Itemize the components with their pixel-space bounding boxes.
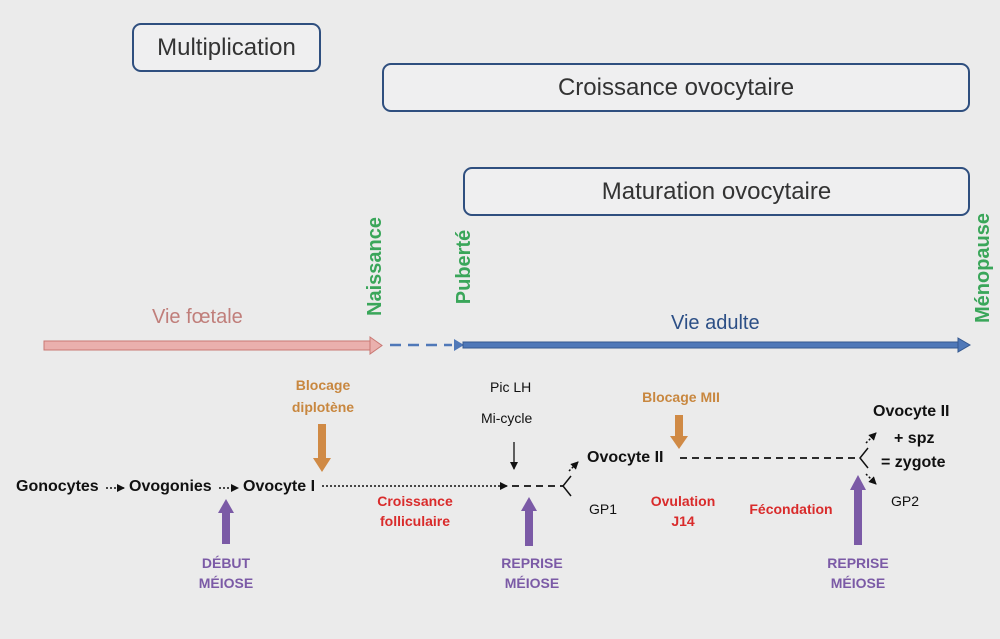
- reprise-meiose-2-arrow: [850, 475, 866, 545]
- mi-cycle-label: Mi-cycle: [481, 410, 533, 426]
- branch-2: [859, 447, 869, 469]
- foetal-life-arrow: [43, 336, 383, 355]
- fecondation-label: Fécondation: [749, 501, 833, 517]
- gap-dashed-arrowhead: [454, 339, 464, 351]
- branch-1-up-arrow: [568, 461, 579, 472]
- ovulation-line2: J14: [671, 513, 695, 529]
- blocage-mii-label: Blocage MII: [642, 389, 720, 405]
- blocage-diplotene-label: Blocage diplotène: [278, 374, 368, 418]
- debut-meiose-label: DÉBUT MÉIOSE: [186, 553, 266, 593]
- multiplication-label: Multiplication: [157, 33, 296, 61]
- croissance-ovocytaire-box: Croissance ovocytaire: [382, 63, 970, 112]
- gp1-label: GP1: [589, 501, 618, 517]
- vie-adulte-label: Vie adulte: [671, 312, 760, 334]
- croissance-folliculaire-label: Croissance folliculaire: [365, 491, 465, 531]
- blocage-diplotene-line1: Blocage: [295, 377, 351, 393]
- branch-2-up-arrow: [865, 432, 877, 444]
- debut-meiose-arrow: [218, 499, 234, 544]
- blocage-mii-arrow: [670, 415, 688, 449]
- final-zygote-label: = zygote: [881, 454, 946, 471]
- maturation-ovocytaire-label: Maturation ovocytaire: [601, 177, 832, 205]
- ovulation-label: Ovulation J14: [643, 491, 723, 531]
- reprise-meiose-1-line1: REPRISE: [501, 555, 563, 571]
- final-spz-label: + spz: [894, 430, 935, 447]
- ovogonies-label: Ovogonies: [129, 478, 212, 495]
- multiplication-box: Multiplication: [132, 23, 321, 72]
- vie-foetale-label: Vie fœtale: [152, 306, 243, 328]
- gonocytes-label: Gonocytes: [16, 478, 99, 495]
- adult-life-arrow: [462, 337, 971, 353]
- pic-lh-label: Pic LH: [490, 379, 532, 395]
- ovocyte-2-label: Ovocyte II: [587, 449, 664, 466]
- branch-1: [562, 475, 572, 497]
- maturation-ovocytaire-box: Maturation ovocytaire: [463, 167, 970, 216]
- reprise-meiose-2-line2: MÉIOSE: [830, 575, 886, 591]
- blocage-diplotene-arrow: [313, 424, 331, 472]
- debut-meiose-line1: DÉBUT: [201, 555, 251, 571]
- croissance-folliculaire-line2: folliculaire: [379, 513, 451, 529]
- naissance-label: Naissance: [364, 217, 386, 316]
- reprise-meiose-1-label: REPRISE MÉIOSE: [492, 553, 572, 593]
- croissance-folliculaire-line1: Croissance: [377, 493, 453, 509]
- reprise-meiose-2-label: REPRISE MÉIOSE: [818, 553, 898, 593]
- branch-2-down-arrow: [865, 473, 877, 485]
- puberte-label: Puberté: [453, 229, 475, 305]
- menopause-label: Ménopause: [972, 212, 994, 324]
- reprise-meiose-2-line1: REPRISE: [827, 555, 889, 571]
- final-ovocyte-2-label: Ovocyte II: [873, 403, 950, 420]
- gp2-label: GP2: [891, 493, 920, 509]
- debut-meiose-line2: MÉIOSE: [198, 575, 254, 591]
- reprise-meiose-1-line2: MÉIOSE: [504, 575, 560, 591]
- reprise-meiose-1-arrow: [521, 497, 537, 546]
- ovocyte-1-label: Ovocyte I: [243, 478, 316, 495]
- ovulation-line1: Ovulation: [650, 493, 716, 509]
- blocage-diplotene-line2: diplotène: [291, 399, 355, 415]
- croissance-ovocytaire-label: Croissance ovocytaire: [557, 73, 795, 101]
